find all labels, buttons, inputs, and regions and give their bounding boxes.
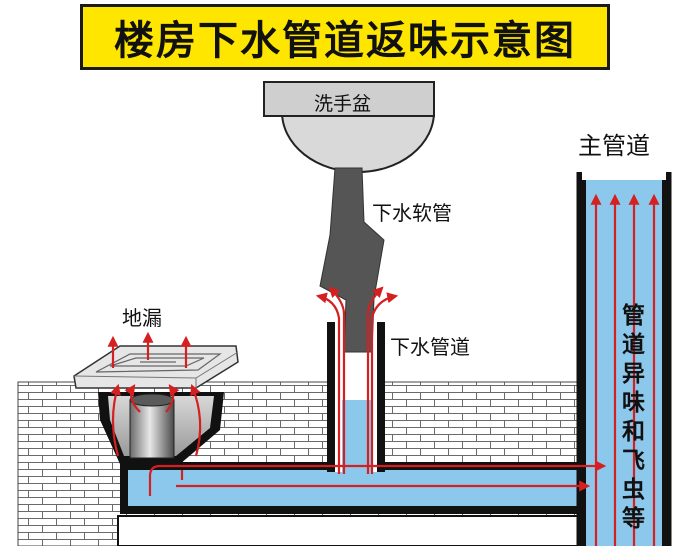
caption-char: 飞 [622, 448, 645, 474]
caption-char: 异 [622, 361, 645, 387]
basin-drain-pipe [327, 322, 385, 472]
floor-drain-label: 地漏 [122, 306, 162, 330]
caption-char: 味 [622, 390, 645, 416]
horizontal-drain-pipe [117, 462, 620, 546]
floor-drain [73, 345, 239, 464]
caption-char: 管 [622, 302, 645, 329]
basin-label: 洗手盆 [314, 93, 371, 115]
caption-char: 道 [622, 331, 645, 358]
wash-basin [263, 81, 436, 173]
drain-pipe-label: 下水管道 [390, 335, 470, 359]
vertical-caption: 管 道 异 味 和 飞 虫 等 [622, 302, 645, 532]
odor-flow-arrows [107, 193, 660, 546]
page-title: 楼房下水管道返味示意图 [80, 4, 610, 70]
caption-char: 虫 [622, 477, 645, 503]
hose-label: 下水软管 [372, 201, 452, 225]
caption-char: 和 [622, 419, 645, 445]
main-pipe-label: 主管道 [578, 132, 650, 160]
caption-char: 等 [622, 505, 645, 532]
